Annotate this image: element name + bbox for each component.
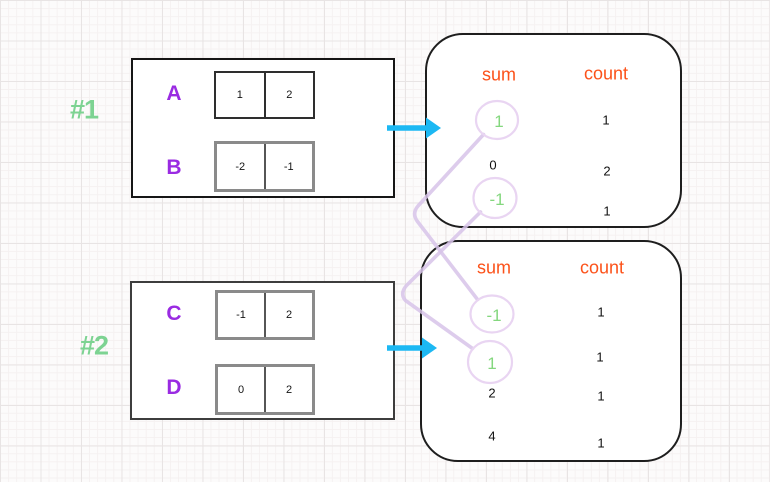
table1-sum-0: 0 xyxy=(489,157,497,173)
table2-count-2: 1 xyxy=(597,388,605,404)
table2-count-header: count xyxy=(579,257,625,278)
table1-count-header: count xyxy=(583,63,629,84)
table2-sum-header: sum xyxy=(476,257,512,278)
table2-count-4: 1 xyxy=(597,435,605,451)
array-c-cell-0: -1 xyxy=(236,309,246,321)
array-d-cells[interactable]: 0 2 xyxy=(215,364,315,415)
table2-sum-neg1: -1 xyxy=(486,306,502,325)
array-a-cells[interactable]: 1 2 xyxy=(214,71,315,119)
sum-count-table-1[interactable]: sum count 1 1 0 2 -1 1 xyxy=(425,33,682,228)
array-d-cell-1: 2 xyxy=(264,367,312,412)
array-b-label: B xyxy=(166,156,182,179)
table2-sum-2: 2 xyxy=(488,385,496,401)
table1-sum-1: 1 xyxy=(494,112,504,131)
array-a-label: A xyxy=(166,82,182,105)
array-b-cells[interactable]: -2 -1 xyxy=(214,141,315,192)
array-d-cell-0: 0 xyxy=(237,383,245,396)
table1-sum-header: sum xyxy=(481,64,517,85)
array-b-cell-0: -2 xyxy=(235,160,246,173)
table2-sum-4: 4 xyxy=(488,428,496,444)
array-a-cell-0: 1 xyxy=(236,89,243,101)
table2-count-1: 1 xyxy=(596,349,604,365)
table1-count-0: 2 xyxy=(603,163,611,179)
group-1-label: #1 xyxy=(69,94,99,125)
array-d-label: D xyxy=(166,376,182,399)
table2-count-neg1: 1 xyxy=(597,304,605,320)
array-c-label: C xyxy=(166,302,182,325)
array-b-cell-1: -1 xyxy=(263,144,313,189)
sum-count-table-2[interactable]: sum count -1 1 1 1 2 1 4 1 xyxy=(420,240,682,462)
table1-count-1: 1 xyxy=(602,112,610,128)
array-group-1-box[interactable]: A 1 2 B -2 -1 xyxy=(131,58,395,198)
array-c-cell-1: 2 xyxy=(264,293,312,337)
table1-sum-neg1: -1 xyxy=(489,190,505,209)
array-a-cell-1: 2 xyxy=(263,73,314,117)
array-group-2-box[interactable]: C -1 2 D 0 2 xyxy=(130,281,395,420)
group-2-label: #2 xyxy=(79,330,109,361)
table2-sum-1: 1 xyxy=(487,354,497,373)
table1-count-neg1: 1 xyxy=(603,203,611,219)
array-c-cells[interactable]: -1 2 xyxy=(215,290,315,340)
